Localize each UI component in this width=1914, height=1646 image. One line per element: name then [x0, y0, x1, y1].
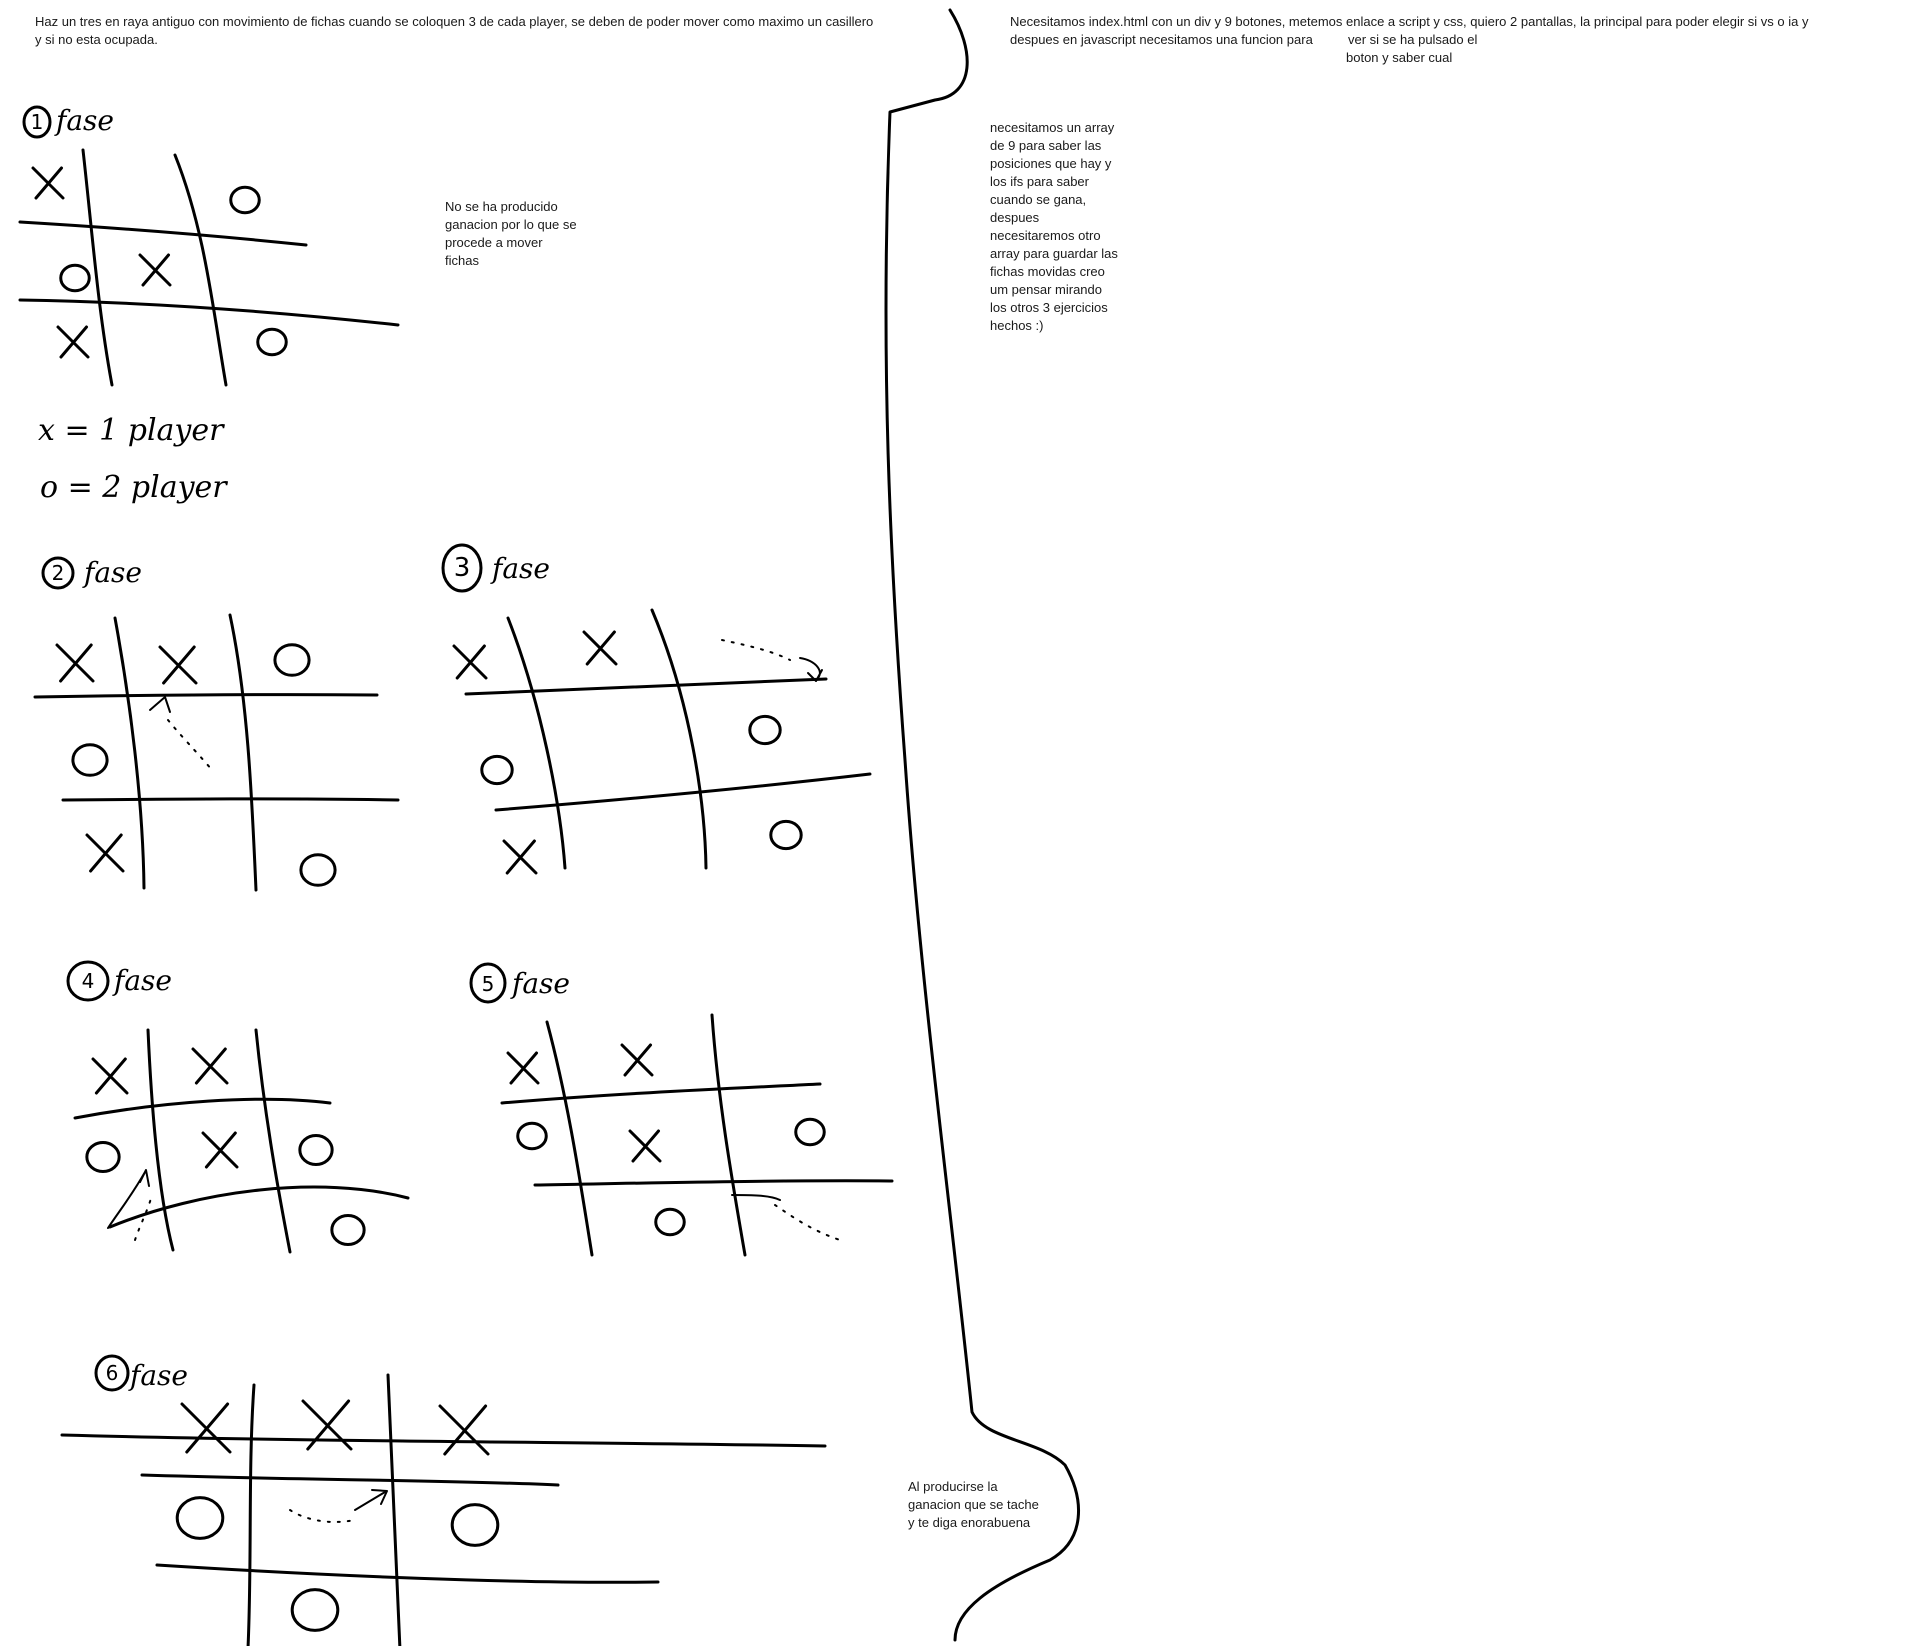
phase2-cell-2-o-mark	[273, 643, 311, 677]
phase3-cell-0-x-mark	[452, 644, 488, 680]
phase5-cell-5-o-mark	[794, 1117, 826, 1147]
phase4-cell-1-x-mark	[191, 1047, 229, 1085]
phase6-cell-3-o-mark	[175, 1496, 225, 1540]
win-note: Al producirse la ganacion que se tache y…	[908, 1479, 1039, 1530]
move-dots	[134, 639, 841, 1523]
intro-note: Haz un tres en raya antiguo con movimien…	[35, 14, 874, 47]
phase4-cell-4-x-mark	[201, 1131, 239, 1169]
phase6-number: 6	[106, 1361, 119, 1385]
phase3-label: fase	[490, 552, 550, 585]
phase1-cell-2-o-mark	[229, 185, 261, 215]
phase4-cell-5-o-mark	[298, 1134, 334, 1166]
phase5-cell-0-x-mark	[506, 1051, 540, 1085]
legend-o-player: o = 2 player	[40, 470, 228, 505]
arrays-note: necesitamos un array de 9 para saber las…	[990, 120, 1118, 333]
phase1-cell-0-x-mark	[31, 166, 65, 200]
phase1-cell-3-o-mark	[59, 263, 91, 293]
index-note-line-4: boton y saber cual	[1346, 50, 1453, 65]
phase5-cell-1-x-mark	[620, 1043, 654, 1077]
phase5-grid	[500, 1013, 894, 1257]
phase2-label: fase	[82, 556, 142, 589]
legend-x-player: x = 1 player	[38, 413, 225, 448]
phase5-move-arrow	[731, 1194, 781, 1201]
phase2-move-arrow	[149, 696, 171, 713]
phase4-label: fase	[112, 964, 172, 997]
phase3-cell-1-x-mark	[582, 630, 618, 666]
phase4-number: 4	[82, 969, 95, 993]
phase-number-circles	[22, 105, 507, 1392]
phase1-cell-8-o-mark	[256, 327, 288, 357]
phase2-cell-0-x-mark	[55, 643, 95, 683]
phase1-grid	[18, 148, 400, 387]
phase4-cell-8-o-mark	[330, 1214, 366, 1246]
phase4-grid	[73, 1028, 410, 1254]
phase6-cell-0-x-mark	[180, 1402, 232, 1454]
phase1-label: fase	[54, 104, 114, 137]
phase4-cell-0-x-mark	[91, 1057, 129, 1095]
phase6-cell-2-x-mark	[438, 1404, 490, 1456]
curly-brace	[884, 8, 1080, 1642]
phase2-cell-1-x-mark	[158, 645, 198, 685]
phase1-note: No se ha producido ganacion por lo que s…	[445, 199, 577, 268]
phase3-cell-8-o-mark	[769, 819, 803, 851]
phase2-grid	[33, 613, 400, 892]
index-note-line-2: despues en javascript necesitamos una fu…	[1010, 32, 1313, 47]
phase1-number: 1	[31, 110, 44, 134]
phase6-move-arrow	[354, 1489, 388, 1511]
phase5-cell-4-x-mark	[628, 1129, 662, 1163]
phase1-cell-4-x-mark	[138, 253, 172, 287]
index-note-line-3: ver si se ha pulsado el	[1348, 32, 1478, 47]
phase1-cell-6-x-mark	[56, 325, 90, 359]
phase3-cell-6-x-mark	[502, 839, 538, 875]
phase5-cell-7-o-mark	[654, 1207, 686, 1237]
phase3-move-arrow	[799, 657, 823, 682]
phase3-cell-3-o-mark	[480, 754, 514, 786]
phase4-cell-3-o-mark	[85, 1141, 121, 1173]
phase2-cell-8-o-mark	[299, 853, 337, 887]
phase5-label: fase	[510, 967, 570, 1000]
phase5-number: 5	[482, 972, 495, 996]
phase2-cell-6-x-mark	[85, 833, 125, 873]
phase3-number: 3	[454, 553, 471, 583]
phase2-cell-3-o-mark	[71, 743, 109, 777]
phase4-move-arrow	[107, 1169, 150, 1229]
phase6-grid	[60, 1373, 827, 1646]
phase2-number: 2	[52, 561, 65, 585]
phase6-cell-7-o-mark	[290, 1588, 340, 1632]
phase6-label: fase	[128, 1359, 188, 1392]
phase3-cell-5-o-mark	[748, 714, 782, 746]
phase6-cell-1-x-mark	[301, 1399, 353, 1451]
phase3-grid	[464, 608, 872, 870]
phase6-cell-5-o-mark	[450, 1503, 500, 1547]
index-note-line-1: Necesitamos index.html con un div y 9 bo…	[1010, 14, 1809, 29]
phase5-cell-3-o-mark	[516, 1121, 548, 1151]
